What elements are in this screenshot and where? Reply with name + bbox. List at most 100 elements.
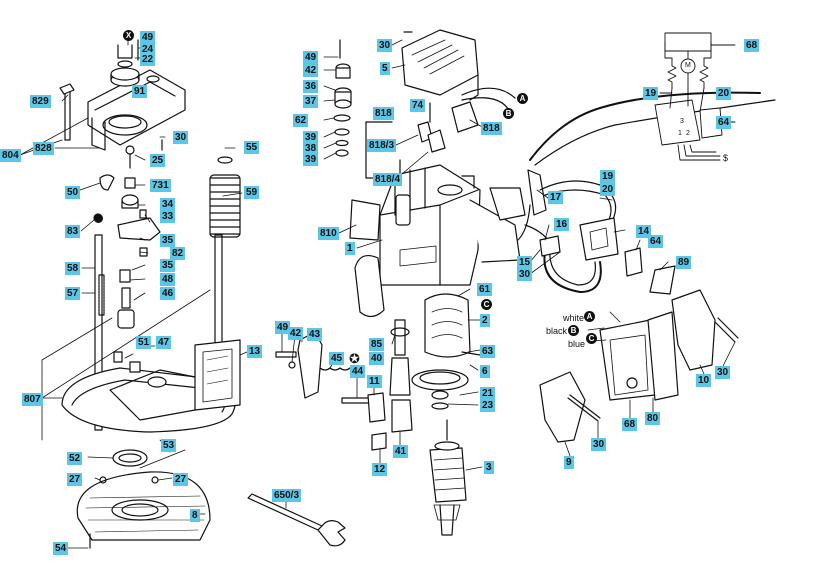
marker-b: B xyxy=(568,325,579,336)
part-label-91: 91 xyxy=(132,85,148,98)
leader-lines-left xyxy=(19,37,248,549)
router-base-plate xyxy=(61,339,241,433)
part-label-12: 12 xyxy=(372,463,388,476)
part-label-44: 44 xyxy=(350,365,366,378)
sub-base xyxy=(76,449,211,549)
spindle-lock xyxy=(389,319,413,433)
part-label-47: 47 xyxy=(156,336,172,349)
armature xyxy=(429,390,467,536)
part-label-731: 731 xyxy=(150,179,171,192)
part-label-1: 1 xyxy=(345,242,355,255)
schematic-pin-3: 3 xyxy=(680,118,684,125)
part-label-49: 49 xyxy=(140,31,156,44)
schematic-pin-2: 2 xyxy=(686,130,690,137)
part-label-10: 10 xyxy=(696,374,712,387)
part-label-828: 828 xyxy=(33,142,54,155)
motor-cover xyxy=(401,29,479,101)
part-label-45: 45 xyxy=(329,352,345,365)
right-handle xyxy=(599,289,739,401)
wire-color-black: black xyxy=(546,326,568,336)
part-label-30: 30 xyxy=(517,268,533,281)
part-label-30: 30 xyxy=(173,131,189,144)
part-label-39: 39 xyxy=(303,131,319,144)
part-label-49: 49 xyxy=(275,321,291,334)
marker-dot xyxy=(94,214,103,223)
part-label-62: 62 xyxy=(293,114,309,127)
part-label-39: 39 xyxy=(303,153,319,166)
marker-c: C xyxy=(481,299,492,310)
left-handle xyxy=(539,371,601,443)
wiring-schematic xyxy=(654,32,736,161)
part-label-57: 57 xyxy=(65,287,81,300)
part-label-16: 16 xyxy=(554,218,570,231)
part-label-23: 23 xyxy=(480,399,496,412)
wire-color-blue: blue xyxy=(568,339,586,349)
part-label-43: 43 xyxy=(307,328,323,341)
part-label-20: 20 xyxy=(716,87,732,100)
part-label-804: 804 xyxy=(0,149,21,162)
part-label-13: 13 xyxy=(247,345,263,358)
part-label-82: 82 xyxy=(170,247,186,260)
part-label-85: 85 xyxy=(369,338,385,351)
switch-assembly xyxy=(539,217,676,295)
marker-c: C xyxy=(586,333,597,344)
part-label-25: 25 xyxy=(150,154,166,167)
part-label-810: 810 xyxy=(318,227,339,240)
part-label-55: 55 xyxy=(244,141,260,154)
part-label-53: 53 xyxy=(161,439,177,452)
part-label-89: 89 xyxy=(676,256,692,269)
part-label-818: 818 xyxy=(481,122,502,135)
wire-color-white: white xyxy=(563,313,585,323)
part-label-14: 14 xyxy=(636,225,652,238)
part-label-27: 27 xyxy=(67,473,83,486)
part-label-48: 48 xyxy=(160,273,176,286)
part-label-33: 33 xyxy=(160,210,176,223)
part-label-19: 19 xyxy=(643,87,659,100)
marker-a: A xyxy=(584,311,595,322)
part-label-50: 50 xyxy=(65,186,81,199)
part-label-5: 5 xyxy=(380,62,390,75)
part-label-3: 3 xyxy=(484,461,494,474)
part-label-64: 64 xyxy=(716,116,732,129)
part-label-42: 42 xyxy=(288,327,304,340)
part-label-818-3: 818/3 xyxy=(367,139,397,152)
part-label-807: 807 xyxy=(22,393,43,406)
part-label-24: 24 xyxy=(140,43,156,56)
part-label-19: 19 xyxy=(600,170,616,183)
leader-lines-right xyxy=(281,39,736,509)
part-label-35: 35 xyxy=(160,259,176,272)
part-label-650-3: 650/3 xyxy=(272,489,302,502)
part-label-30: 30 xyxy=(591,438,607,451)
part-label-6: 6 xyxy=(480,365,490,378)
part-label-54: 54 xyxy=(53,542,69,555)
schematic-pin-1: 1 xyxy=(678,130,682,137)
part-label-68: 68 xyxy=(622,418,638,431)
part-label-818-4: 818/4 xyxy=(373,173,403,186)
part-label-818: 818 xyxy=(373,107,394,120)
part-label-30: 30 xyxy=(377,39,393,52)
motor-symbol: M xyxy=(685,62,691,69)
part-label-51: 51 xyxy=(136,336,152,349)
marker-b: B xyxy=(503,108,514,119)
part-label-63: 63 xyxy=(480,345,496,358)
part-label-829: 829 xyxy=(30,95,51,108)
depth-rod-parts xyxy=(275,331,387,451)
marker-x: X xyxy=(123,30,134,41)
spring-stack xyxy=(209,156,241,238)
part-label-9: 9 xyxy=(564,456,574,469)
part-label-8: 8 xyxy=(190,509,200,522)
part-label-2: 2 xyxy=(480,314,490,327)
part-label-36: 36 xyxy=(303,80,319,93)
part-label-20: 20 xyxy=(600,183,616,196)
brush-holders xyxy=(365,87,516,179)
depth-stop-turret xyxy=(59,39,186,257)
part-label-41: 41 xyxy=(393,445,409,458)
part-label-61: 61 xyxy=(477,283,493,296)
part-label-11: 11 xyxy=(367,375,382,388)
part-label-52: 52 xyxy=(67,452,83,465)
part-label-22: 22 xyxy=(140,53,156,66)
part-label-30: 30 xyxy=(715,366,731,379)
part-label-58: 58 xyxy=(65,262,81,275)
part-label-64: 64 xyxy=(648,235,664,248)
